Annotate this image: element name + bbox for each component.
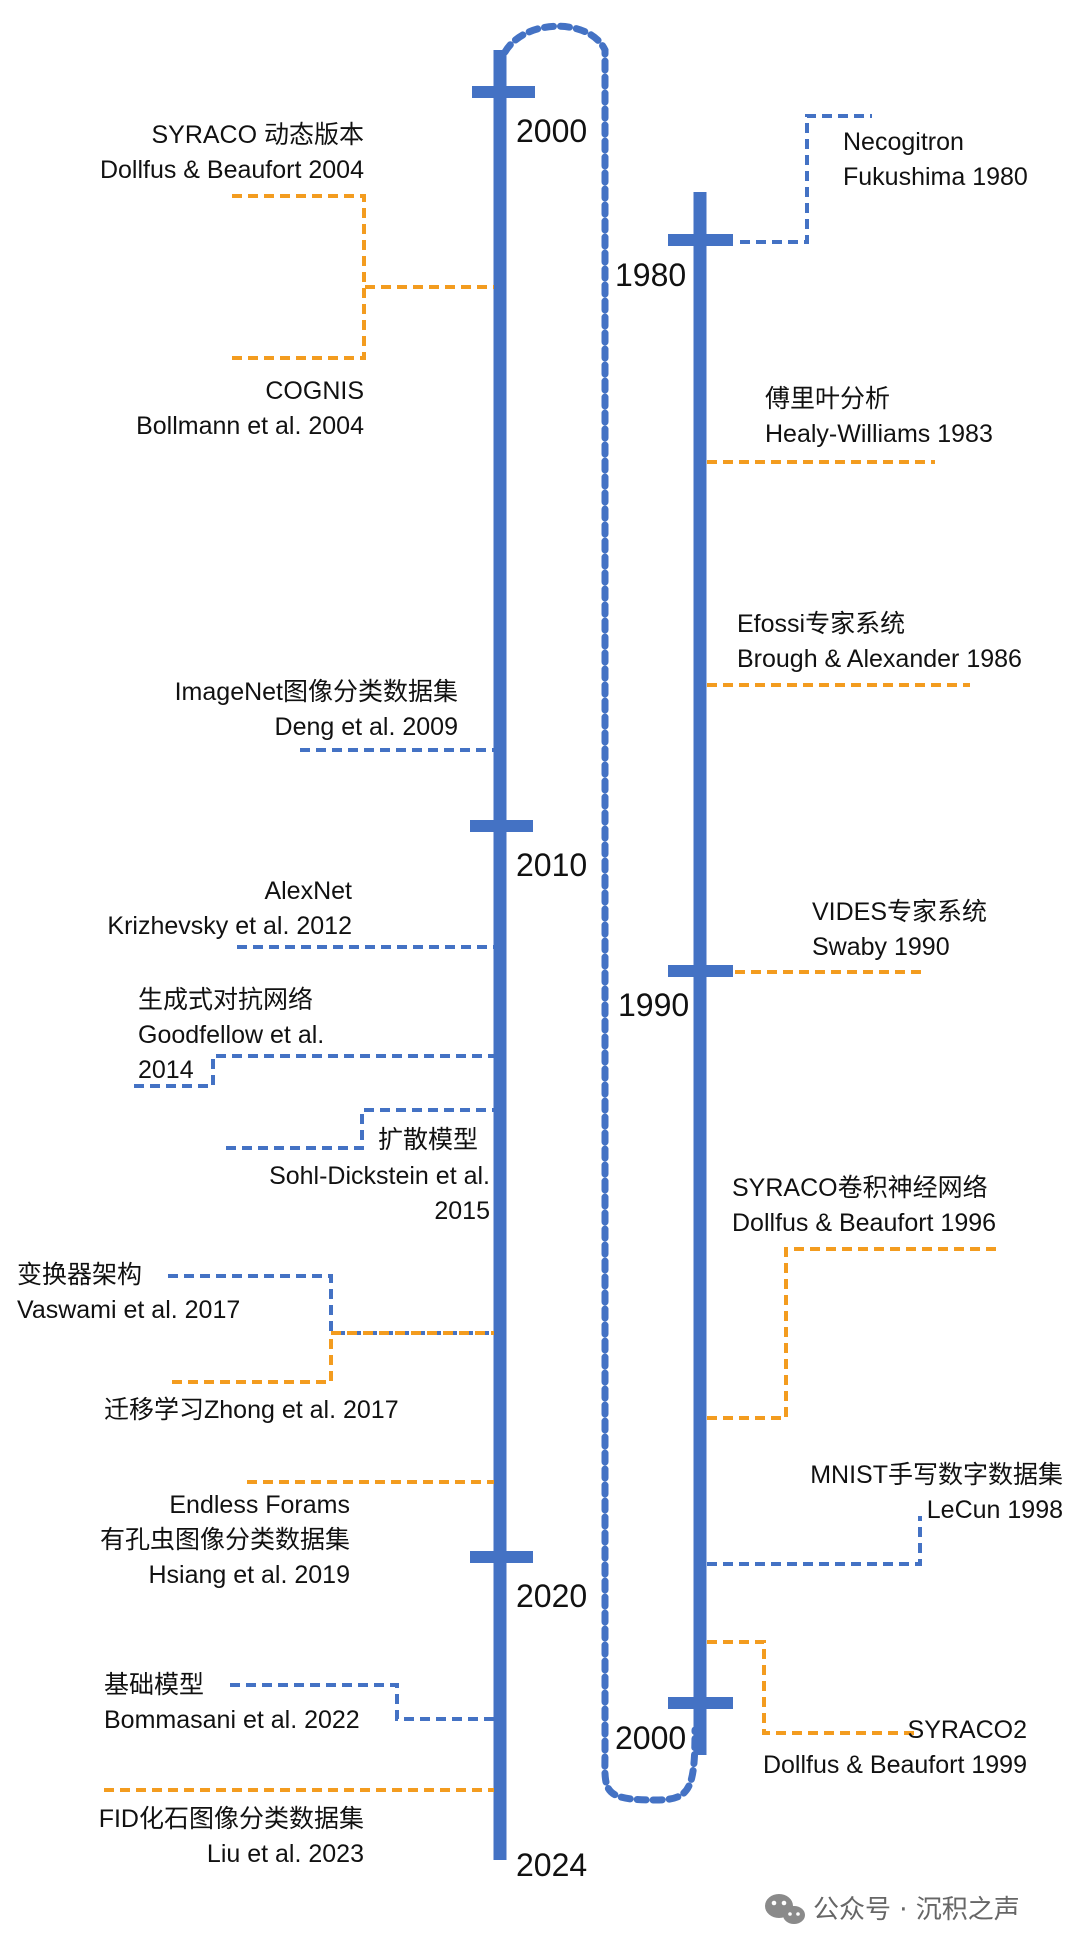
event-fourier-ref: Healy-Williams 1983 bbox=[765, 420, 993, 448]
event-imagenet-ref: Deng et al. 2009 bbox=[275, 713, 458, 741]
event-vides-title: VIDES专家系统 bbox=[812, 898, 987, 926]
left-year-2024: 2024 bbox=[516, 1847, 587, 1883]
loop-connector bbox=[501, 22, 699, 1804]
wechat-icon bbox=[765, 1894, 805, 1924]
event-neocognitron-title: Necogitron bbox=[843, 128, 964, 156]
event-syraco-cnn-title: SYRACO卷积神经网络 bbox=[732, 1174, 988, 1202]
event-efossi-title: Efossi专家系统 bbox=[737, 610, 905, 638]
event-fid-title: FID化石图像分类数据集 bbox=[99, 1805, 364, 1833]
event-syraco2-title: SYRACO2 bbox=[908, 1716, 1027, 1744]
event-endless-forams-ref: Hsiang et al. 2019 bbox=[148, 1561, 350, 1589]
event-cognis-title: COGNIS bbox=[265, 377, 364, 405]
connector-diffusion bbox=[226, 1108, 494, 1150]
event-syraco-dynamic-title: SYRACO 动态版本 bbox=[151, 121, 364, 149]
event-imagenet-title: ImageNet图像分类数据集 bbox=[175, 678, 458, 706]
event-vides-ref: Swaby 1990 bbox=[812, 933, 950, 961]
left-year-2000: 2000 bbox=[516, 113, 587, 149]
event-mnist-ref: LeCun 1998 bbox=[927, 1496, 1063, 1524]
event-diffusion-year: 2015 bbox=[434, 1197, 490, 1225]
watermark-text: 公众号 · 沉积之声 bbox=[813, 1895, 1020, 1925]
event-cognis-ref: Bollmann et al. 2004 bbox=[136, 412, 364, 440]
connector-neocognitron bbox=[740, 114, 872, 244]
connector-syraco-cnn bbox=[707, 1247, 1000, 1420]
event-endless-forams-title: Endless Forams bbox=[169, 1491, 350, 1519]
connector-foundation bbox=[230, 1683, 494, 1721]
event-fid-ref: Liu et al. 2023 bbox=[207, 1840, 364, 1868]
event-foundation-title: 基础模型 bbox=[104, 1671, 204, 1699]
event-foundation-ref: Bommasani et al. 2022 bbox=[104, 1706, 360, 1734]
event-fourier-title: 傅里叶分析 bbox=[765, 385, 890, 413]
connector-cognis bbox=[232, 287, 366, 360]
left-year-2020: 2020 bbox=[516, 1578, 587, 1614]
event-transfer-learning: 迁移学习Zhong et al. 2017 bbox=[104, 1396, 399, 1424]
event-syraco-cnn-ref: Dollfus & Beaufort 1996 bbox=[732, 1209, 996, 1237]
right-year-2000: 2000 bbox=[615, 1720, 686, 1756]
connector-syraco2 bbox=[707, 1640, 915, 1735]
event-syraco2-ref: Dollfus & Beaufort 1999 bbox=[763, 1751, 1027, 1779]
right-year-1990: 1990 bbox=[618, 987, 689, 1023]
left-year-2010: 2010 bbox=[516, 847, 587, 883]
event-efossi-ref: Brough & Alexander 1986 bbox=[737, 645, 1022, 673]
event-alexnet-ref: Krizhevsky et al. 2012 bbox=[107, 912, 352, 940]
connector-syraco-dynamic bbox=[232, 194, 494, 289]
connector-mnist bbox=[707, 1516, 922, 1566]
right-year-1980: 1980 bbox=[615, 257, 686, 293]
event-transformer-title: 变换器架构 bbox=[17, 1261, 142, 1289]
event-syraco-dynamic-ref: Dollfus & Beaufort 2004 bbox=[100, 156, 364, 184]
event-endless-forams-subtitle: 有孔虫图像分类数据集 bbox=[100, 1526, 350, 1554]
event-alexnet-title: AlexNet bbox=[264, 877, 352, 905]
event-neocognitron-ref: Fukushima 1980 bbox=[843, 163, 1028, 191]
event-diffusion-ref: Sohl-Dickstein et al. bbox=[269, 1162, 490, 1190]
connector-transformer bbox=[168, 1274, 494, 1335]
event-gan-title: 生成式对抗网络 bbox=[138, 986, 313, 1014]
connector-gan bbox=[134, 1054, 494, 1088]
connector-transfer bbox=[172, 1331, 494, 1384]
event-gan-year: 2014 bbox=[138, 1056, 194, 1084]
event-diffusion-title: 扩散模型 bbox=[378, 1126, 478, 1154]
event-transformer-ref: Vaswami et al. 2017 bbox=[17, 1296, 240, 1324]
event-gan-ref: Goodfellow et al. bbox=[138, 1021, 324, 1049]
event-mnist-title: MNIST手写数字数据集 bbox=[810, 1461, 1063, 1489]
